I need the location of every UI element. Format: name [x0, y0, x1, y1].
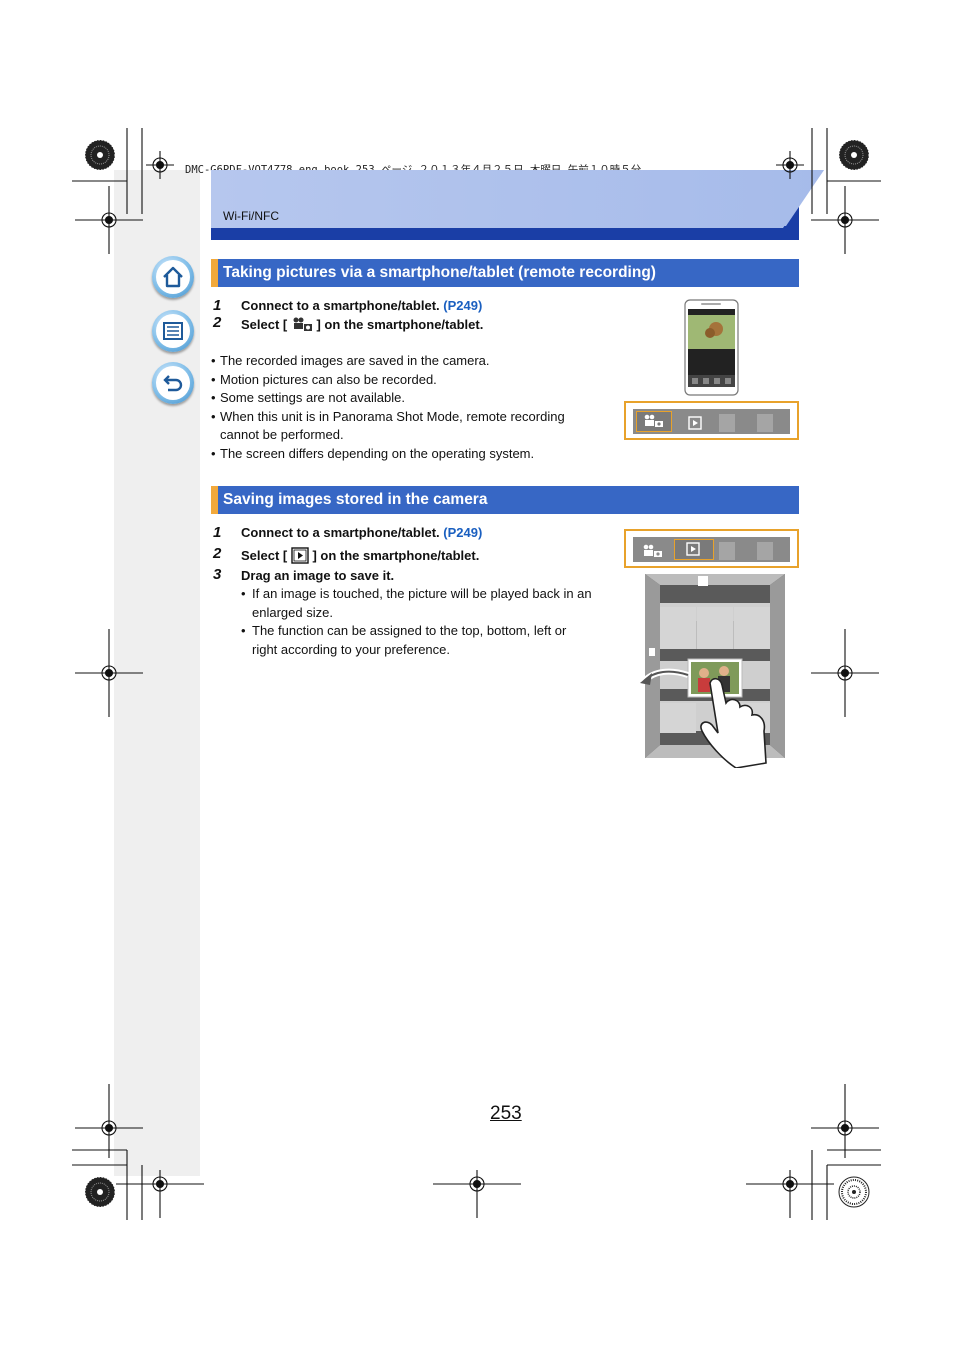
page-link[interactable]: (P249): [443, 298, 483, 313]
app-mode-bar: [633, 409, 790, 434]
playback-button[interactable]: [678, 414, 712, 432]
note-item: cannot be performed.: [220, 427, 344, 443]
mode-bar-box: [624, 529, 799, 568]
header-band: [211, 170, 824, 240]
playback-icon: [686, 542, 700, 556]
note-item: If an image is touched, the picture will…: [252, 586, 592, 601]
step-text: Select [: [241, 317, 291, 332]
section1-notes: •The recorded images are saved in the ca…: [211, 352, 611, 464]
page-number: 253: [490, 1103, 522, 1124]
note-item: Some settings are not available.: [220, 390, 405, 406]
smartphone-illustration: [684, 299, 739, 396]
step-number: 3: [213, 566, 222, 583]
step-text: Connect to a smartphone/tablet.: [241, 298, 444, 313]
home-icon: [156, 260, 190, 294]
section2-step3: Drag an image to save it.: [241, 568, 395, 583]
playback-icon: [688, 416, 702, 430]
step-number: 1: [213, 524, 222, 541]
mode-button-3[interactable]: [719, 542, 735, 560]
app-mode-bar: [633, 537, 790, 562]
remote-recording-icon: [644, 414, 663, 427]
step-number: 2: [213, 545, 222, 562]
contents-list-icon: [156, 314, 190, 348]
section-label: Wi-Fi/NFC: [223, 209, 279, 223]
section2-notes: •If an image is touched, the picture wil…: [241, 585, 621, 659]
remote-recording-button[interactable]: [636, 542, 670, 560]
remote-recording-button[interactable]: [636, 411, 672, 432]
page-link[interactable]: (P249): [443, 525, 483, 540]
step-number: 1: [213, 297, 222, 314]
contents-button[interactable]: [152, 310, 194, 352]
drag-to-save-illustration: [640, 574, 785, 768]
section2-title: Saving images stored in the camera: [211, 486, 799, 514]
back-arrow-icon: [156, 366, 190, 400]
section2-step2: Select [ ] on the smartphone/tablet.: [241, 547, 479, 567]
section1-title: Taking pictures via a smartphone/tablet …: [211, 259, 799, 287]
step-number: 2: [213, 314, 222, 331]
section1-step1: Connect to a smartphone/tablet. (P249): [241, 298, 482, 313]
note-item: enlarged size.: [252, 604, 333, 620]
remote-recording-icon: [643, 544, 662, 557]
remote-recording-icon: [291, 316, 313, 335]
note-item: Motion pictures can also be recorded.: [220, 371, 437, 387]
mode-button-3[interactable]: [719, 414, 735, 432]
step-text: ] on the smartphone/tablet.: [308, 548, 480, 563]
note-item: The recorded images are saved in the cam…: [220, 353, 490, 368]
playback-icon: [291, 547, 309, 567]
note-item: The screen differs depending on the oper…: [220, 445, 535, 461]
note-item: When this unit is in Panorama Shot Mode,…: [220, 408, 565, 424]
section1-step2: Select [ ] on the smartphone/tablet.: [241, 316, 483, 335]
back-button[interactable]: [152, 362, 194, 404]
playback-button[interactable]: [674, 539, 714, 560]
mode-bar-box: [624, 401, 799, 440]
step-text: Select [: [241, 548, 291, 563]
mode-button-4[interactable]: [757, 542, 773, 560]
note-item: The function can be assigned to the top,…: [252, 623, 567, 639]
mode-button-4[interactable]: [757, 414, 773, 432]
note-item: right according to your preference.: [252, 641, 450, 657]
section2-step1: Connect to a smartphone/tablet. (P249): [241, 525, 482, 540]
home-button[interactable]: [152, 256, 194, 298]
step-text: ] on the smartphone/tablet.: [312, 317, 484, 332]
step-text: Connect to a smartphone/tablet.: [241, 525, 444, 540]
